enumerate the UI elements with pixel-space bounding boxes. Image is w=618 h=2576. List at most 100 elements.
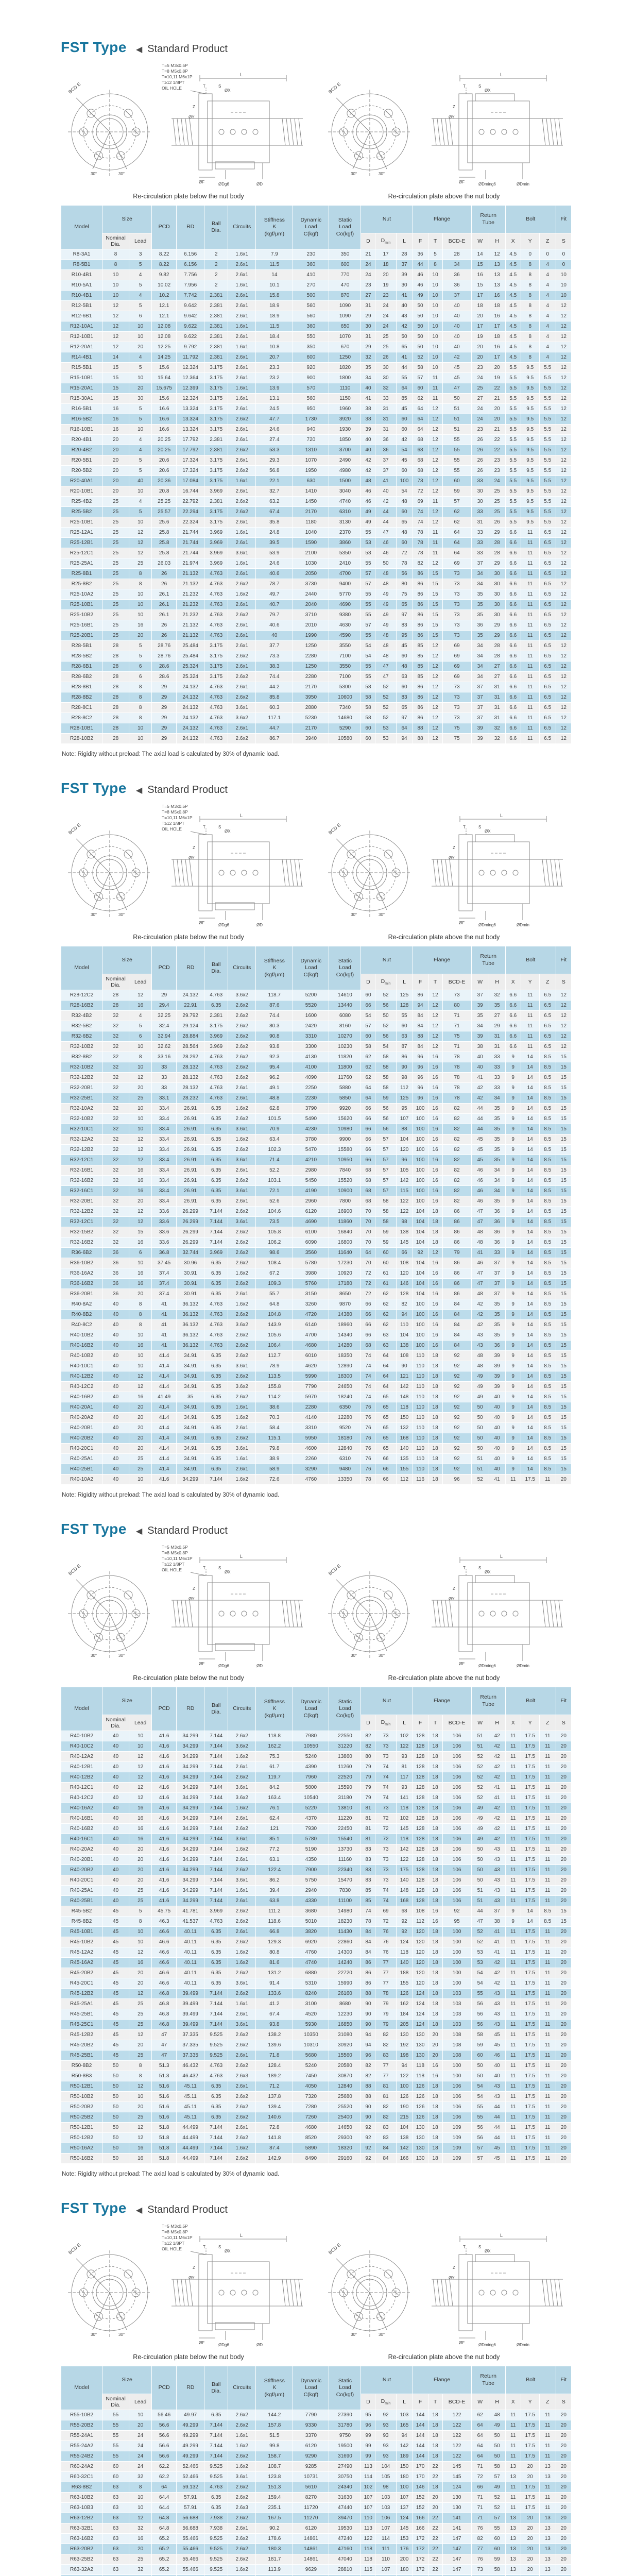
value-cell: 6.35	[204, 1144, 229, 1155]
value-cell: 4190	[293, 1185, 330, 1196]
value-cell: 189	[396, 2451, 413, 2462]
value-cell: 30	[471, 496, 489, 507]
value-cell: 7840	[329, 1165, 362, 1176]
value-cell: 20	[129, 630, 152, 641]
value-cell: 28	[102, 733, 130, 744]
value-cell: 12	[129, 1155, 152, 1165]
column-y: Y	[520, 233, 540, 249]
column-group-static: Static Load Co(kgf)	[329, 946, 362, 990]
value-cell: 35	[488, 1113, 506, 1124]
value-cell: 4	[129, 434, 152, 445]
value-cell: 4.763	[204, 609, 229, 620]
value-cell: 3.175	[204, 661, 229, 672]
column-group-bolt: Bolt	[505, 1687, 556, 1715]
value-cell: 14	[471, 249, 489, 260]
value-cell: 2370	[329, 527, 362, 538]
value-cell: 8	[129, 579, 152, 589]
value-cell: 17.5	[520, 1865, 540, 1875]
value-cell: 14	[520, 1443, 540, 1454]
value-cell: 2.6x1	[228, 331, 256, 342]
value-cell: 30	[360, 321, 376, 332]
value-cell: 55	[396, 372, 413, 383]
value-cell: 55.466	[176, 2533, 205, 2544]
value-cell: 47440	[329, 2502, 362, 2513]
value-cell: 1.6x2	[228, 1268, 256, 1279]
value-cell: 600	[329, 259, 362, 270]
value-cell: 6.35	[204, 1289, 229, 1299]
value-cell: 35	[360, 362, 376, 373]
value-cell: 100	[412, 1340, 428, 1351]
value-cell: 49.299	[176, 2441, 205, 2451]
svg-text:ØY: ØY	[188, 1597, 195, 1601]
value-cell: 122	[396, 1206, 413, 1217]
value-cell: 63	[102, 2523, 130, 2534]
value-cell: 1.6x1	[228, 321, 256, 332]
value-cell: 56	[375, 1000, 397, 1011]
value-cell: 106.4	[255, 1340, 294, 1351]
value-cell: 9.5	[520, 486, 540, 497]
value-cell: 3550	[329, 640, 362, 651]
value-cell: 26.91	[176, 1196, 205, 1207]
value-cell: 2.6x2	[228, 1175, 256, 1186]
value-cell: 17.5	[520, 1844, 540, 1855]
value-cell: 15	[555, 1113, 572, 1124]
value-cell: 39	[488, 1361, 506, 1371]
value-cell: 33	[471, 506, 489, 517]
model-cell: R32-10C1	[60, 1124, 103, 1134]
value-cell: 2.6x2	[228, 1392, 256, 1402]
value-cell: 83	[360, 1865, 376, 1875]
value-cell: 20	[471, 342, 489, 352]
value-cell: 41.6	[151, 1895, 177, 1906]
value-cell: 7.144	[204, 1803, 229, 1814]
value-cell: 4	[539, 269, 556, 280]
value-cell: 32	[102, 1031, 130, 1042]
value-cell: 37	[471, 558, 489, 569]
value-cell: 11	[539, 1968, 556, 1978]
value-cell: 5.5	[505, 414, 521, 425]
value-cell: 19500	[329, 2441, 362, 2451]
value-cell: 2.6x1	[228, 630, 256, 641]
value-cell: 83	[375, 2132, 397, 2143]
value-cell: 85	[412, 671, 428, 682]
value-cell: 112	[412, 1916, 428, 1927]
value-cell: 11	[505, 2410, 521, 2420]
value-cell: 92.3	[255, 1052, 294, 1062]
value-cell: 57	[471, 2153, 489, 2164]
value-cell: 1.6x2	[228, 1103, 256, 1114]
value-cell: 148	[396, 1392, 413, 1402]
value-cell: 9	[505, 1402, 521, 1413]
value-cell: 18	[427, 2441, 443, 2451]
value-cell: 46	[471, 1175, 489, 1186]
section-4: FST Type◀Standard Product BCD E 30° 30° …	[60, 2200, 572, 2576]
value-cell: 12.324	[176, 393, 205, 404]
value-cell: 18	[375, 259, 397, 270]
value-cell: 17.5	[520, 1731, 540, 1741]
value-cell: 25	[488, 486, 506, 497]
value-cell: 77	[375, 1957, 397, 1968]
value-cell: 6.35	[204, 1443, 229, 1454]
value-cell: 54	[471, 1968, 489, 1978]
value-cell: 41.6	[151, 1865, 177, 1875]
value-cell: 2.6x2	[228, 2451, 256, 2462]
value-cell: 10	[427, 300, 443, 311]
value-cell: 18	[427, 1751, 443, 1762]
value-cell: 38.9	[255, 1453, 294, 1464]
value-cell: 18	[427, 1392, 443, 1402]
value-cell: 3.175	[204, 362, 229, 373]
value-cell: 8	[129, 1319, 152, 1330]
value-cell: 34.299	[176, 1782, 205, 1793]
value-cell: 10	[129, 1741, 152, 1752]
value-cell: 2050	[293, 568, 330, 579]
value-cell: 118	[396, 1834, 413, 1844]
value-cell: 16	[427, 2060, 443, 2071]
value-cell: 73	[442, 702, 472, 713]
value-cell: 69	[375, 1906, 397, 1917]
value-cell: 1.6x2	[228, 1844, 256, 1855]
value-cell: 62	[375, 1299, 397, 1310]
value-cell: 30	[488, 568, 506, 579]
value-cell: 150	[396, 2574, 413, 2576]
value-cell: 69	[442, 671, 472, 682]
